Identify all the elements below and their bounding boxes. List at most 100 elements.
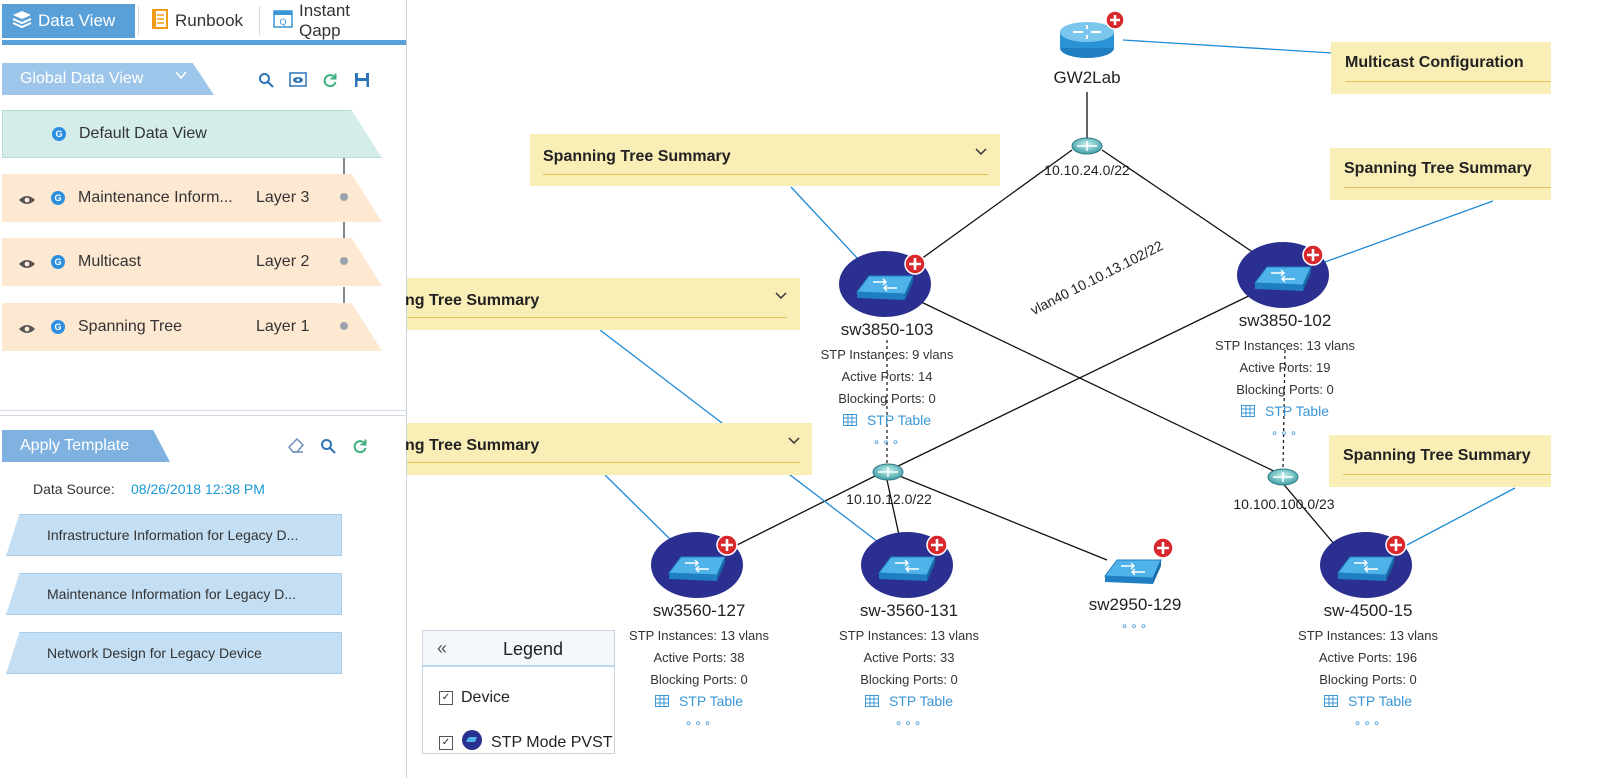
- runbook-icon: [151, 8, 169, 34]
- topology-canvas[interactable]: Spanning Tree Summary ng Tree Summary ng…: [405, 0, 1602, 778]
- chevron-down-icon[interactable]: [774, 288, 788, 305]
- layer-default-data-view[interactable]: G Default Data View: [2, 110, 382, 158]
- router-gw2lab[interactable]: [1058, 10, 1128, 66]
- view-icon[interactable]: [289, 71, 307, 89]
- more-dots[interactable]: ∘∘∘: [1353, 716, 1383, 730]
- note-multicast-configuration[interactable]: Multicast Configuration: [1331, 42, 1551, 94]
- stp-table-link[interactable]: STP Table: [654, 693, 743, 709]
- global-badge: G: [51, 320, 65, 334]
- stp-table-link[interactable]: STP Table: [864, 693, 953, 709]
- apply-template-title: Apply Template: [20, 437, 130, 454]
- eye-icon[interactable]: [18, 193, 36, 204]
- note-connector: [604, 474, 674, 543]
- layer-maintenance-information[interactable]: G Maintenance Inform... Layer 3: [2, 174, 382, 222]
- sw-4500-15-node[interactable]: [1320, 529, 1416, 601]
- stp-table-link[interactable]: STP Table: [1323, 693, 1412, 709]
- table-icon: [1240, 405, 1255, 417]
- more-dots[interactable]: ∘∘∘: [1270, 426, 1300, 440]
- more-dots[interactable]: ∘∘∘: [684, 716, 714, 730]
- checkbox[interactable]: ✓: [439, 735, 453, 750]
- note-title: ng Tree Summary: [405, 437, 540, 454]
- more-dots[interactable]: ∘∘∘: [1120, 619, 1150, 633]
- subnet-label: 10.10.12.0/22: [846, 491, 932, 507]
- stp-table-link[interactable]: STP Table: [842, 412, 931, 428]
- collapse-icon[interactable]: «: [437, 638, 448, 658]
- layer-multicast[interactable]: G Multicast Layer 2: [2, 238, 382, 286]
- note-spanning-tree-summary[interactable]: Spanning Tree Summary: [530, 134, 1000, 186]
- note-underline: [1345, 81, 1551, 82]
- note-title: Spanning Tree Summary: [1343, 447, 1531, 464]
- more-dots[interactable]: ∘∘∘: [894, 716, 924, 730]
- sw3560-127-node[interactable]: [651, 529, 747, 601]
- hub-icon[interactable]: [1071, 137, 1103, 155]
- stp-table-link[interactable]: STP Table: [1240, 403, 1329, 419]
- device-name[interactable]: sw3560-127: [652, 601, 746, 620]
- global-data-view-header[interactable]: Global Data View: [2, 63, 214, 95]
- layer-spanning-tree[interactable]: G Spanning Tree Layer 1: [2, 303, 382, 351]
- device-name[interactable]: sw3850-102: [1238, 311, 1332, 330]
- chevron-down-icon[interactable]: [174, 68, 188, 87]
- legend-item-label: STP Mode PVST: [491, 733, 613, 751]
- sw3850-102-node[interactable]: [1237, 239, 1333, 311]
- note-underline: [543, 174, 988, 175]
- note-underline: [1343, 474, 1551, 475]
- tab-runbook[interactable]: Runbook: [141, 4, 257, 38]
- active-ports: Active Ports: 19: [1239, 360, 1331, 375]
- hub-icon[interactable]: [1267, 468, 1299, 486]
- device-name[interactable]: GW2Lab: [1053, 68, 1121, 87]
- device-name[interactable]: sw-4500-15: [1323, 601, 1413, 620]
- eye-icon[interactable]: [18, 257, 36, 268]
- stp-instances: STP Instances: 13 vlans: [629, 628, 769, 643]
- table-icon: [1323, 695, 1338, 707]
- refresh-icon[interactable]: [321, 71, 339, 89]
- switch-icon: [1320, 532, 1412, 598]
- tab-instant-qapp[interactable]: Q Instant Qapp: [263, 1, 406, 40]
- legend-item-stp-mode[interactable]: ✓ STP Mode PVST: [439, 729, 613, 756]
- checkbox[interactable]: ✓: [439, 691, 453, 705]
- apply-template-header[interactable]: Apply Template: [2, 430, 170, 462]
- eye-icon[interactable]: [18, 322, 36, 333]
- device-name[interactable]: sw3850-103: [840, 320, 934, 339]
- device-name[interactable]: sw-3560-131: [859, 601, 959, 620]
- link: [886, 479, 900, 536]
- note-spanning-tree-summary[interactable]: Spanning Tree Summary: [1330, 148, 1551, 200]
- search-icon[interactable]: [257, 71, 275, 89]
- switch-icon: [839, 251, 931, 317]
- template-item[interactable]: Maintenance Information for Legacy D...: [6, 573, 342, 615]
- apply-template-toolbar: [287, 437, 369, 455]
- template-item[interactable]: Infrastructure Information for Legacy D.…: [6, 514, 342, 556]
- note-spanning-tree-summary[interactable]: Spanning Tree Summary: [1329, 435, 1551, 487]
- note-spanning-tree-summary[interactable]: ng Tree Summary: [405, 423, 812, 475]
- blocking-ports: Blocking Ports: 0: [860, 672, 958, 687]
- chevron-down-icon[interactable]: [787, 433, 801, 450]
- refresh-icon[interactable]: [351, 437, 369, 455]
- note-title: Multicast Configuration: [1345, 54, 1524, 71]
- template-item[interactable]: Network Design for Legacy Device: [6, 632, 342, 674]
- sw-3560-131-node[interactable]: [861, 529, 957, 601]
- tab-data-view[interactable]: Data View: [2, 4, 135, 38]
- layer-level: Layer 1: [256, 318, 310, 335]
- layer-name: Maintenance Inform...: [78, 189, 233, 206]
- chevron-down-icon[interactable]: [974, 144, 988, 161]
- save-icon[interactable]: [353, 71, 371, 89]
- search-icon[interactable]: [319, 437, 337, 455]
- stp-mode-icon: [461, 729, 483, 756]
- legend-item-device[interactable]: ✓ Device: [439, 689, 510, 707]
- switch-icon: [1237, 242, 1329, 308]
- hub-icon[interactable]: [872, 463, 904, 481]
- stp-instances: STP Instances: 13 vlans: [1215, 338, 1355, 353]
- panel-divider[interactable]: [0, 410, 406, 416]
- note-spanning-tree-summary[interactable]: ng Tree Summary: [405, 278, 800, 330]
- layer-handle[interactable]: [340, 257, 348, 265]
- more-dots[interactable]: ∘∘∘: [872, 435, 902, 449]
- clear-icon[interactable]: [287, 437, 305, 455]
- active-ports: Active Ports: 33: [863, 650, 955, 665]
- layer-handle[interactable]: [340, 322, 348, 330]
- sw3850-103-node[interactable]: [839, 248, 935, 320]
- layer-handle[interactable]: [340, 193, 348, 201]
- link: [716, 474, 878, 556]
- device-name[interactable]: sw2950-129: [1088, 595, 1182, 614]
- sw2950-129-node[interactable]: [1087, 532, 1183, 604]
- data-source-value[interactable]: 08/26/2018 12:38 PM: [131, 481, 265, 497]
- note-underline: [407, 317, 787, 318]
